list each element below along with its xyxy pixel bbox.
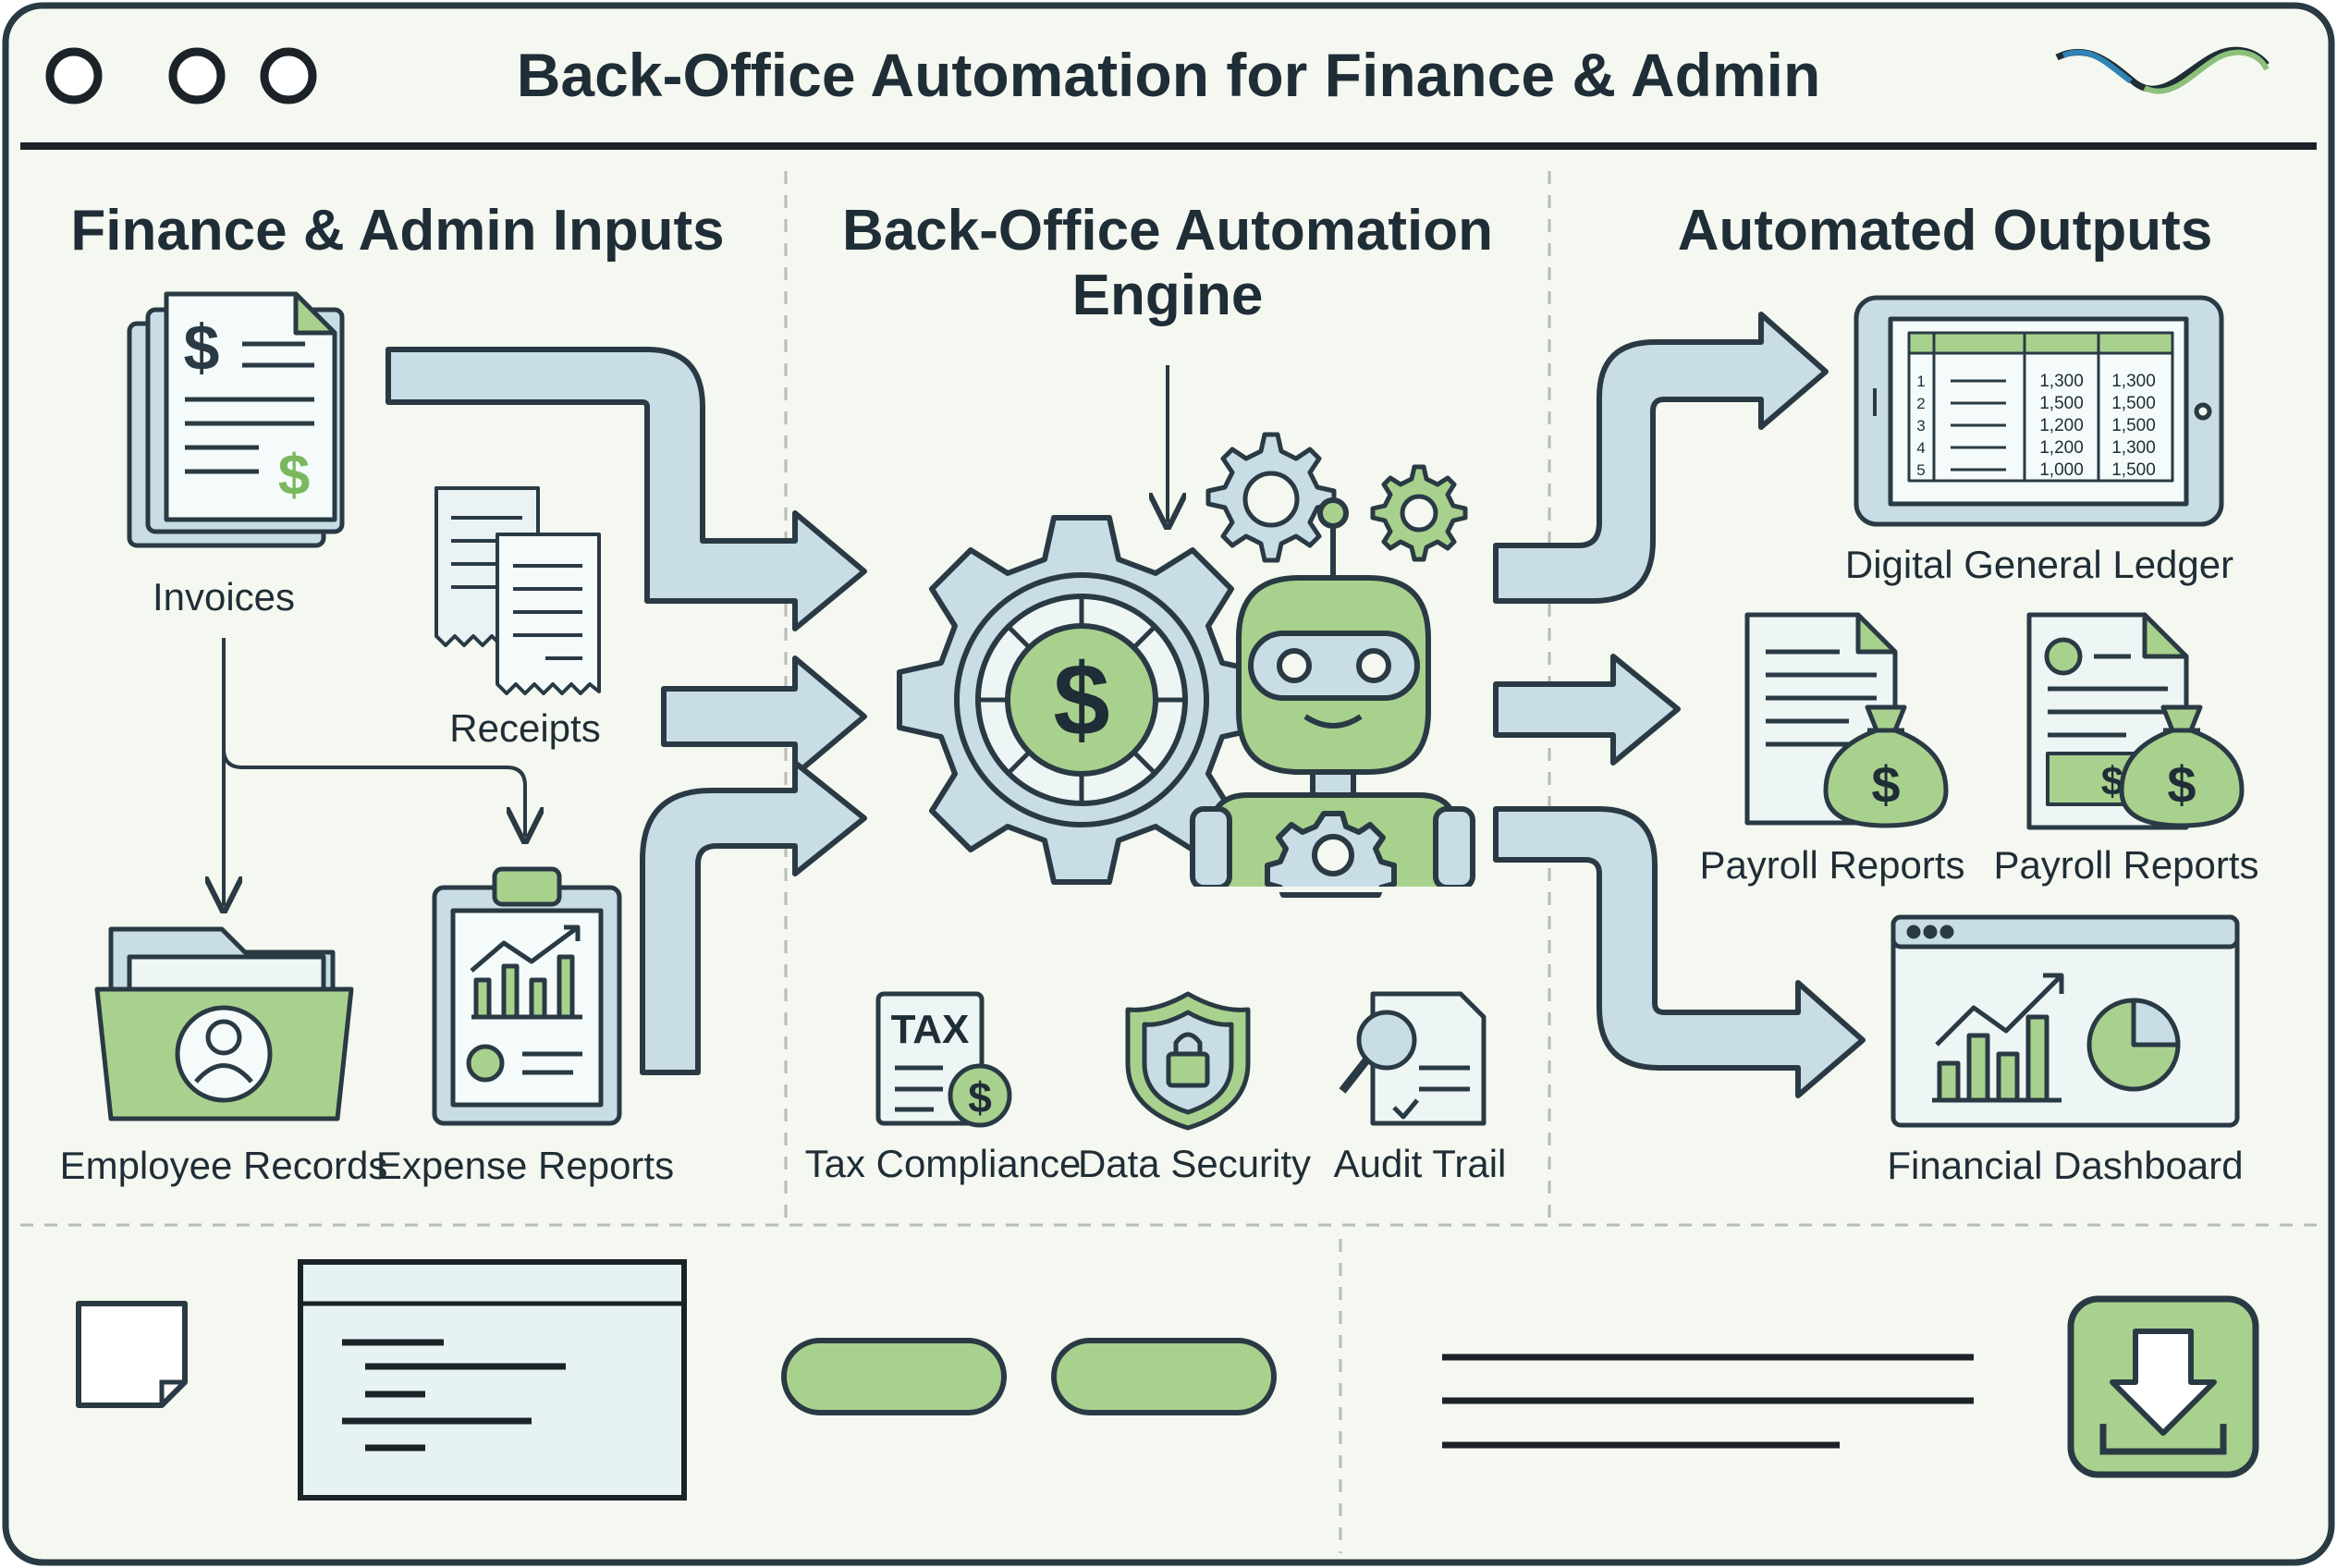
wave-logo-icon: [2055, 46, 2270, 94]
pill-button-1[interactable]: [781, 1338, 1007, 1415]
input-label-receipts: Receipts: [449, 706, 600, 750]
svg-text:2: 2: [1916, 395, 1925, 412]
dashboard-chart-icon: [1890, 914, 2240, 1128]
flow-arrow-top: [385, 347, 867, 631]
robot-icon: [1190, 497, 1475, 898]
gears-icon: [1205, 432, 1468, 563]
ledger-table: 1 1,300 1,300 2 1,500 1,500 3 1,200 1,50…: [1916, 372, 2156, 480]
bottom-bar: [76, 1259, 2259, 1501]
svg-text:4: 4: [1916, 439, 1925, 457]
window-control-minimize[interactable]: [168, 47, 226, 104]
ledger-row: 1 1,300 1,300: [1916, 372, 2156, 391]
input-flow-arrows: [385, 347, 867, 1075]
window-control-close[interactable]: [45, 47, 103, 104]
receipt-icon: [434, 486, 601, 695]
svg-text:1,500: 1,500: [2111, 460, 2156, 480]
employee-folder-icon: [94, 926, 354, 1121]
feature-label-data-security: Data Security: [1078, 1142, 1311, 1185]
input-label-invoices: Invoices: [153, 575, 295, 619]
ledger-row: 2 1,500 1,500: [1916, 394, 2156, 413]
ledger-row: 5 1,000 1,500: [1916, 460, 2156, 480]
input-label-employee-records: Employee Records: [60, 1144, 388, 1187]
svg-text:$: $: [184, 312, 220, 384]
invoice-document-icon: $ $: [127, 291, 345, 548]
clipboard-chart-icon: [432, 866, 622, 1126]
note-icon[interactable]: [76, 1301, 188, 1408]
svg-text:1: 1: [1916, 373, 1925, 390]
text-panel[interactable]: [298, 1259, 687, 1501]
svg-text:$: $: [2167, 755, 2196, 814]
magnifier-document-icon: [1339, 991, 1487, 1126]
flow-arrow-middle: [661, 655, 867, 778]
pill-button-2[interactable]: [1051, 1338, 1277, 1415]
download-icon[interactable]: [2067, 1295, 2259, 1478]
svg-text:1,500: 1,500: [2111, 394, 2156, 413]
svg-text:1,200: 1,200: [2039, 438, 2084, 458]
shield-lock-icon: [1125, 991, 1251, 1131]
dollar-gear-icon: $: [897, 515, 1266, 885]
tax-document-icon: TAX $: [875, 991, 1012, 1128]
title-bar: Back-Office Automation for Finance & Adm…: [20, 41, 2317, 150]
output-flow-arrows: [1493, 312, 1866, 1098]
svg-text:TAX: TAX: [891, 1007, 970, 1052]
window-title: Back-Office Automation for Finance & Adm…: [517, 41, 1821, 109]
invoice-connectors: [224, 638, 525, 906]
ledger-row: 3 1,200 1,500: [1916, 416, 2156, 435]
svg-text:1,300: 1,300: [2039, 372, 2084, 391]
output-label-digital-general-ledger: Digital General Ledger: [1845, 543, 2233, 586]
column-dividers: [20, 171, 2317, 1553]
window-control-maximize[interactable]: [260, 47, 317, 104]
payroll-report-icon: $ $: [2026, 612, 2245, 830]
tablet-ledger-icon: [1854, 295, 2224, 527]
feature-label-audit-trail: Audit Trail: [1334, 1142, 1507, 1185]
svg-text:1,300: 1,300: [2111, 438, 2156, 458]
svg-text:3: 3: [1916, 417, 1925, 435]
svg-text:1,000: 1,000: [2039, 460, 2084, 480]
svg-text:5: 5: [1916, 461, 1925, 479]
svg-text:1,300: 1,300: [2111, 372, 2156, 391]
engine-heading-line1: Back-Office Automation: [842, 199, 1493, 263]
svg-text:1,500: 1,500: [2039, 394, 2084, 413]
svg-text:$: $: [278, 444, 310, 508]
output-label-payroll-reports-1: Payroll Reports: [1699, 843, 1964, 887]
flow-arrow-bottom: [640, 760, 867, 1075]
svg-text:$: $: [1053, 643, 1109, 757]
text-lines: [1442, 1354, 1974, 1449]
inputs-heading: Finance & Admin Inputs: [70, 199, 724, 263]
outputs-heading: Automated Outputs: [1678, 199, 2213, 263]
svg-text:1,500: 1,500: [2111, 416, 2156, 435]
engine-heading-line2: Engine: [1072, 263, 1264, 327]
feature-label-tax-compliance: Tax Compliance: [805, 1142, 1082, 1185]
ledger-row: 4 1,200 1,300: [1916, 438, 2156, 458]
input-label-expense-reports: Expense Reports: [376, 1144, 674, 1187]
output-label-payroll-reports-2: Payroll Reports: [1993, 843, 2258, 887]
output-label-financial-dashboard: Financial Dashboard: [1887, 1144, 2243, 1187]
svg-text:1,200: 1,200: [2039, 416, 2084, 435]
payroll-report-icon: $: [1744, 612, 1949, 828]
svg-text:$: $: [1871, 755, 1900, 814]
svg-text:$: $: [968, 1073, 992, 1121]
